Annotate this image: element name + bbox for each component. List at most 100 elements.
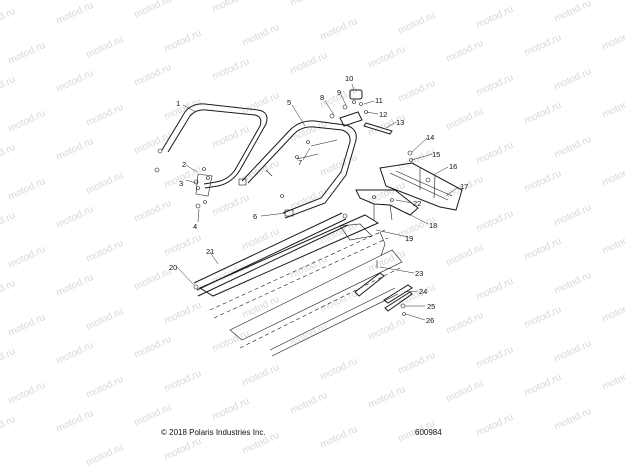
watermark-text: motod.ru (397, 350, 437, 377)
callout-21: 21 (206, 247, 214, 256)
watermark-text: motod.ru (319, 356, 359, 383)
callout-12: 12 (379, 110, 387, 119)
watermark-text: motod.ru (445, 38, 485, 65)
watermark-text: motod.ru (241, 158, 281, 185)
watermark-text: motod.ru (553, 270, 593, 297)
watermark-text: motod.ru (163, 232, 203, 259)
watermark-text: motod.ru (475, 4, 515, 31)
callout-19: 19 (405, 234, 413, 243)
watermark-text: motod.ru (367, 180, 407, 207)
watermark-text: motod.ru (211, 192, 251, 219)
callout-6: 6 (253, 212, 257, 221)
watermark-text: motod.ru (133, 266, 173, 293)
watermark-text: motod.ru (367, 316, 407, 343)
watermark-text: motod.ru (319, 424, 359, 451)
watermark-text: motod.ru (55, 204, 95, 231)
roll-bar-right (238, 120, 357, 219)
watermark-text: motod.ru (85, 170, 125, 197)
footrest-assembly (354, 260, 413, 316)
watermark-text: motod.ru (211, 396, 251, 423)
watermark-text: motod.ru (601, 298, 625, 325)
watermark-text: motod.ru (475, 276, 515, 303)
callout-7: 7 (298, 158, 302, 167)
watermark-text: motod.ru (0, 210, 17, 237)
watermark-text: motod.ru (7, 108, 47, 135)
watermark-text: motod.ru (475, 344, 515, 371)
watermark-text: motod.ru (85, 442, 125, 468)
upper-bracket-assembly (329, 89, 393, 135)
leader-lines (176, 83, 459, 321)
callout-8: 8 (320, 93, 324, 102)
watermark-text: motod.ru (445, 310, 485, 337)
watermark-text: motod.ru (475, 412, 515, 439)
watermark-text: motod.ru (55, 136, 95, 163)
callout-5: 5 (287, 98, 291, 107)
callout-1: 1 (176, 99, 180, 108)
watermark-text: motod.ru (0, 414, 17, 441)
figure-number: 600984 (415, 428, 442, 437)
watermark-text: motod.ru (163, 300, 203, 327)
watermark-text: motod.ru (241, 90, 281, 117)
watermark-text: motod.ru (55, 68, 95, 95)
watermark-text: motod.ru (0, 74, 17, 101)
watermark-text: motod.ru (289, 254, 329, 281)
watermark-text: motod.ru (397, 78, 437, 105)
watermark-text: motod.ru (55, 0, 95, 27)
watermark-text: motod.ru (445, 106, 485, 133)
watermark-text: motod.ru (211, 124, 251, 151)
callout-15: 15 (432, 150, 440, 159)
callout-26: 26 (426, 316, 434, 325)
watermark-text: motod.ru (397, 10, 437, 37)
callout-9: 9 (337, 88, 341, 97)
rear-bracket-assembly (379, 150, 463, 211)
watermark-text: motod.ru (289, 50, 329, 77)
watermark-text: motod.ru (0, 346, 17, 373)
watermark-text: motod.ru (7, 312, 47, 339)
watermark-text: motod.ru (241, 362, 281, 389)
watermark-text: motod.ru (553, 134, 593, 161)
watermark-text: motod.ru (85, 306, 125, 333)
lower-fasteners (193, 179, 207, 204)
watermark-text: motod.ru (241, 294, 281, 321)
watermark-text: motod.ru (475, 208, 515, 235)
watermark-text: motod.ru (163, 368, 203, 395)
callout-11: 11 (375, 96, 383, 105)
watermark-text: motod.ru (523, 168, 563, 195)
watermark-text: motod.ru (601, 366, 625, 393)
watermark-text: motod.ru (0, 6, 17, 33)
watermark-text: motod.ru (241, 22, 281, 49)
watermark-text: motod.ru (211, 0, 251, 15)
watermark-text: motod.ru (85, 34, 125, 61)
copyright-notice: © 2018 Polaris Industries Inc. (161, 428, 266, 437)
watermark-text: motod.ru (601, 230, 625, 257)
watermark-text: motod.ru (163, 28, 203, 55)
watermark-text: motod.ru (7, 244, 47, 271)
watermark-text: motod.ru (133, 62, 173, 89)
watermark-text: motod.ru (601, 94, 625, 121)
watermark-text: motod.ru (85, 374, 125, 401)
callout-18: 18 (429, 221, 437, 230)
mount-bracket (355, 189, 419, 221)
watermark-text: motod.ru (133, 198, 173, 225)
watermark-text: motod.ru (553, 406, 593, 433)
callout-10: 10 (345, 74, 353, 83)
watermark-text: motod.ru (523, 236, 563, 263)
watermark-text: motod.ru (475, 72, 515, 99)
watermark-text: motod.ru (445, 242, 485, 269)
callout-13: 13 (396, 118, 404, 127)
callout-20: 20 (169, 263, 177, 272)
watermark-text: motod.ru (367, 44, 407, 71)
callout-23: 23 (415, 269, 423, 278)
watermark-text: motod.ru (523, 32, 563, 59)
callout-22: 22 (413, 199, 421, 208)
watermark-text: motod.ru (601, 162, 625, 189)
watermark-text: motod.ru (241, 226, 281, 253)
watermark-text: motod.ru (0, 278, 17, 305)
watermark-text: motod.ru (319, 220, 359, 247)
watermark-text: motod.ru (7, 380, 47, 407)
watermark-text: motod.ru (553, 0, 593, 25)
watermark-text: motod.ru (55, 272, 95, 299)
watermark-text: motod.ru (367, 0, 407, 3)
callout-3: 3 (179, 179, 183, 188)
callout-14: 14 (426, 133, 434, 142)
